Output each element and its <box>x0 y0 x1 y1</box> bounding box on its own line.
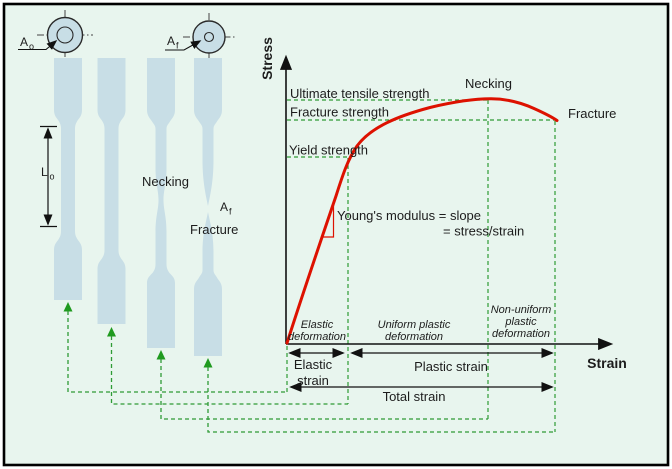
af-specimen-label-subscript: f <box>229 207 232 217</box>
connector-arrow-4 <box>203 358 213 368</box>
strain-axis-label: Strain <box>587 355 627 371</box>
connector-arrow-2 <box>107 327 116 337</box>
connector-arrow-3 <box>156 350 166 360</box>
stress-strain-chart: Stress Strain Ultimate tensile strength … <box>259 37 627 432</box>
specimens <box>54 58 222 356</box>
specimen-original <box>54 58 82 300</box>
ao-leader-line <box>18 39 58 51</box>
reference-dashed-lines <box>286 99 556 432</box>
lo-label: L <box>41 165 48 179</box>
necking-specimen-label: Necking <box>142 174 189 189</box>
necking-curve-label: Necking <box>465 76 512 91</box>
specimen-necked <box>147 58 175 348</box>
ao-label-subscript: o <box>29 42 34 52</box>
af-specimen-label: A <box>220 200 228 214</box>
elastic-deformation-line2: deformation <box>288 331 346 343</box>
connector-path-necking <box>160 359 488 420</box>
af-leader-line <box>165 40 202 51</box>
nonuniform-plastic-line3: deformation <box>492 328 550 340</box>
nonuniform-plastic-line2: plastic <box>504 316 537 328</box>
uniform-plastic-line1: Uniform plastic <box>378 319 451 331</box>
final-inner-circle <box>203 31 215 43</box>
original-inner-circle <box>56 26 74 44</box>
modulus-annotation-line1: Young's modulus = slope <box>337 208 481 223</box>
connector-arrow-1 <box>63 302 73 312</box>
ao-label: A <box>20 35 28 49</box>
strain-span-labels: Elastic strain Plastic strain Total stra… <box>294 357 488 404</box>
connector-path-elastic <box>110 336 348 405</box>
elastic-strain-label-line1: Elastic <box>294 357 333 372</box>
specimen-strain-connectors <box>63 302 555 433</box>
connector-dashed-lines <box>67 311 555 433</box>
stress-axis-label: Stress <box>259 37 275 80</box>
plastic-strain-label: Plastic strain <box>414 359 488 374</box>
fracture-specimen-label: Fracture <box>190 222 238 237</box>
slope-triangle <box>321 205 335 238</box>
strain-span-arrows <box>288 348 554 392</box>
modulus-annotation-line2: = stress/strain <box>443 224 524 239</box>
elastic-deformation-line1: Elastic <box>301 319 334 331</box>
nonuniform-plastic-line1: Non-uniform <box>491 304 552 316</box>
connector-path-origin <box>67 311 287 393</box>
specimen-panel: A o A f L o Necking A f Fracture <box>18 10 555 433</box>
connector-arrowheads <box>63 302 213 368</box>
specimen-elongated <box>97 58 126 324</box>
lo-label-subscript: o <box>50 172 55 182</box>
af-top-label-subscript: f <box>176 41 179 51</box>
specimen-fractured-upper <box>194 58 222 206</box>
total-strain-label: Total strain <box>383 389 446 404</box>
gauge-length-dimension: L o <box>40 125 57 228</box>
specimen-fractured-lower <box>194 212 222 356</box>
uts-label: Ultimate tensile strength <box>290 86 429 101</box>
elastic-strain-label-line2: strain <box>297 373 329 388</box>
af-top-label: A <box>167 34 175 48</box>
fracture-strength-label: Fracture strength <box>290 105 389 120</box>
stress-strain-curve <box>285 97 559 345</box>
final-cross-section-circle <box>192 20 226 54</box>
original-cross-section-circle <box>46 16 84 54</box>
yield-strength-label: Yield strength <box>289 143 368 158</box>
deformation-region-labels: Elastic deformation Uniform plastic defo… <box>288 304 551 343</box>
fracture-curve-label: Fracture <box>568 106 616 121</box>
uniform-plastic-line2: deformation <box>385 331 443 343</box>
connector-path-fracture <box>207 367 555 433</box>
